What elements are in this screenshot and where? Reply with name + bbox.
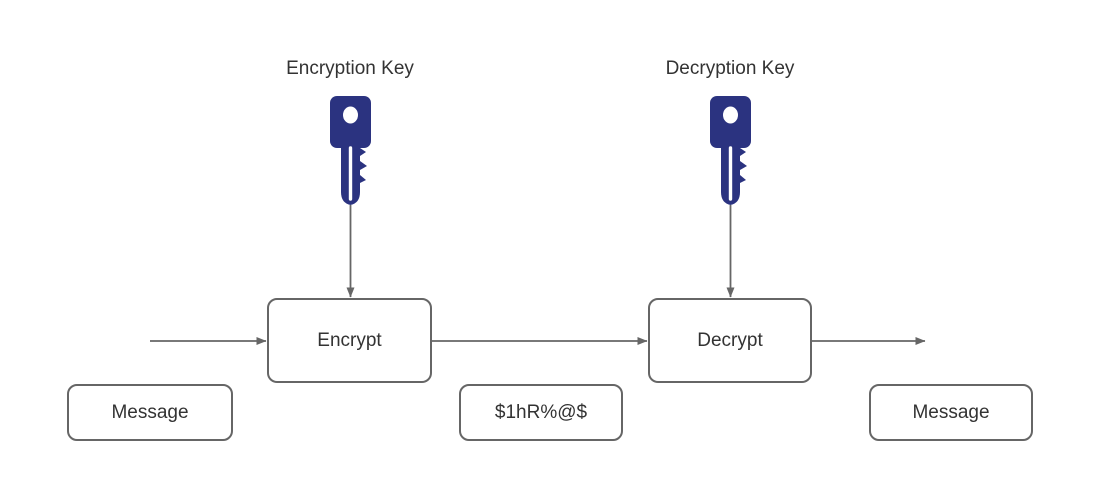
plaintext-output-box	[869, 384, 1033, 441]
decrypt-box	[648, 298, 812, 383]
key-icon-decryption	[710, 96, 751, 205]
plaintext-input-box	[67, 384, 233, 441]
ciphertext-box	[459, 384, 623, 441]
key-icon-encryption	[330, 96, 371, 205]
encrypt-box	[267, 298, 432, 383]
